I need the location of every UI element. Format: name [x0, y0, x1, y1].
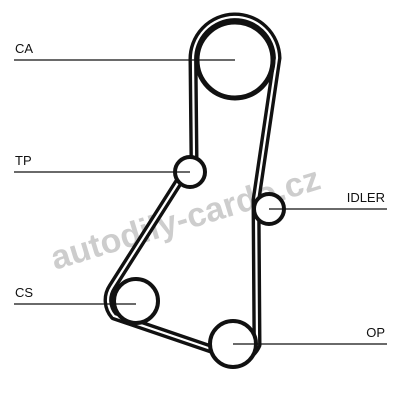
label-op: OP [366, 325, 385, 340]
label-cs: CS [15, 285, 33, 300]
label-tp: TP [15, 153, 32, 168]
crankshaft-pulley [112, 277, 160, 325]
label-ca: CA [15, 41, 33, 56]
label-idler: IDLER [347, 190, 385, 205]
